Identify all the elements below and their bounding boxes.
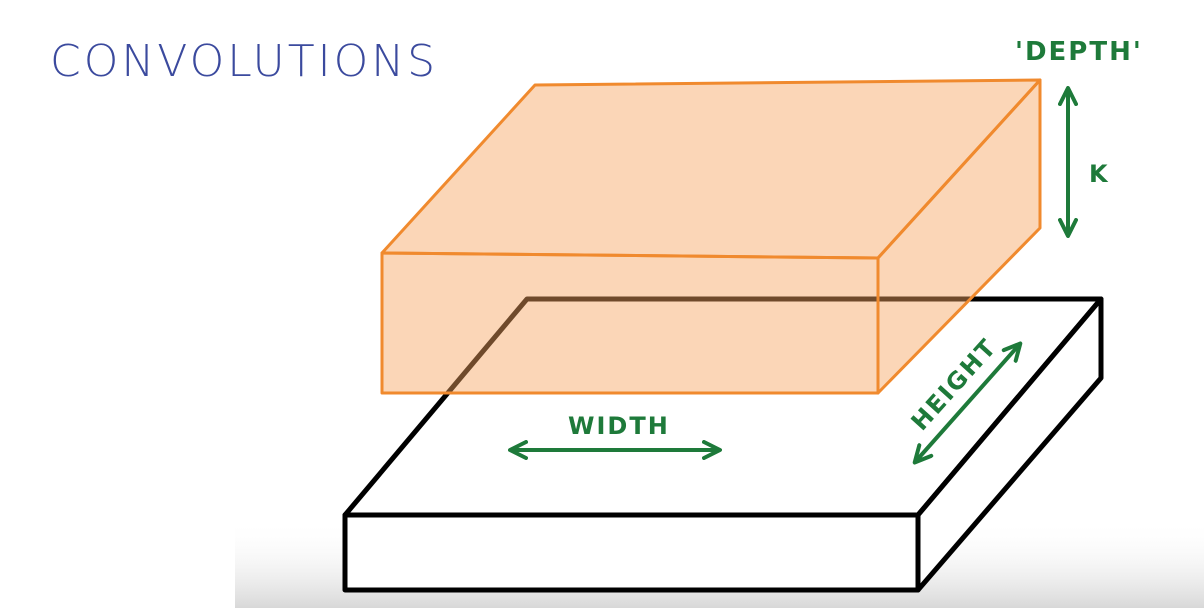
kernel-volume bbox=[380, 78, 1042, 395]
diagram-title: CONVOLUTIONS bbox=[50, 36, 438, 87]
kernel-volume-front-face bbox=[380, 251, 880, 395]
height-arrow bbox=[912, 341, 1023, 465]
input-slab-front-face bbox=[342, 512, 921, 593]
width-label: WIDTH bbox=[568, 412, 670, 440]
depth-label: 'DEPTH' bbox=[1015, 37, 1143, 67]
k-label: K bbox=[1089, 160, 1110, 188]
kernel-volume-right-face bbox=[876, 78, 1042, 395]
